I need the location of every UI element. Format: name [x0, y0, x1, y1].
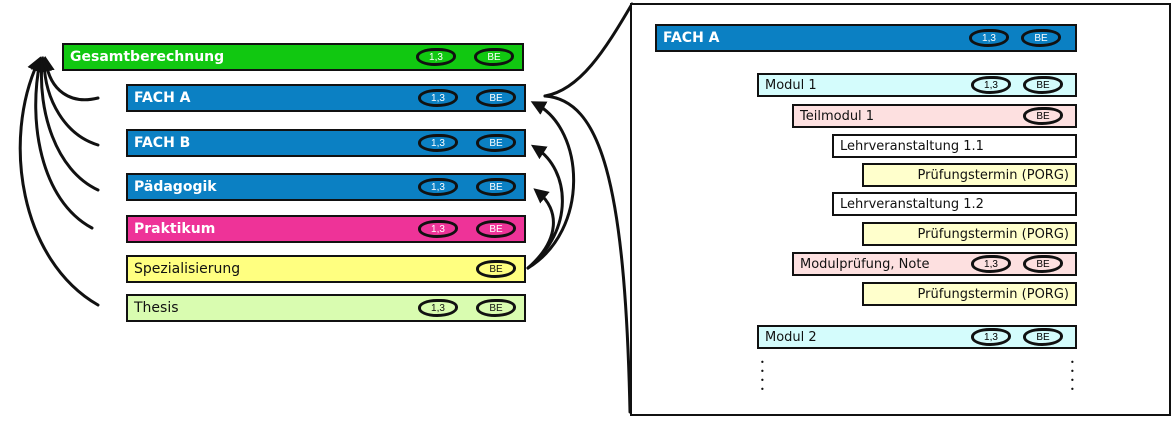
continuation-dots-right: ••••	[1070, 358, 1075, 394]
item-label: Teilmodul 1	[800, 108, 875, 124]
credits-badge[interactable]: BE	[476, 220, 516, 238]
grade-badge[interactable]: 1,3	[418, 178, 458, 196]
detail-item-teilmodul-1[interactable]: Teilmodul 1 BE	[792, 104, 1077, 128]
item-label: Pädagogik	[134, 179, 217, 195]
continuation-dots-left: ••••	[760, 358, 765, 394]
item-label: FACH A	[134, 90, 191, 106]
grade-badge[interactable]: 1,3	[971, 255, 1011, 273]
item-label: Prüfungstermin (PORG)	[917, 226, 1069, 242]
credits-badge[interactable]: BE	[476, 178, 516, 196]
grade-badge[interactable]: 1,3	[969, 29, 1009, 47]
arrow-prakt-to-total	[30, 56, 94, 230]
grade-badge[interactable]: 1,3	[418, 89, 458, 107]
credits-badge[interactable]: BE	[476, 134, 516, 152]
detail-item-prüfungstermin-porg[interactable]: Prüfungstermin (PORG)	[862, 282, 1077, 306]
detail-item-modul-2[interactable]: Modul 2 1,3 BE	[757, 325, 1077, 349]
credits-badge[interactable]: BE	[1021, 29, 1061, 47]
detail-item-prüfungstermin-porg[interactable]: Prüfungstermin (PORG)	[862, 163, 1077, 187]
item-label: Prüfungstermin (PORG)	[917, 286, 1069, 302]
item-label: Modulprüfung, Note	[800, 256, 930, 272]
grade-badge[interactable]: 1,3	[418, 220, 458, 238]
detail-item-lehrveranstaltung-1-2[interactable]: Lehrveranstaltung 1.2	[832, 192, 1077, 216]
item-label: Praktikum	[134, 221, 216, 237]
overview-item-thesis[interactable]: Thesis 1,3 BE	[126, 294, 526, 322]
overview-item-fach-a[interactable]: FACH A 1,3 BE	[126, 84, 526, 112]
overview-item-gesamtberechnung[interactable]: Gesamtberechnung 1,3 BE	[62, 43, 524, 71]
credits-badge[interactable]: BE	[474, 48, 514, 66]
detail-item-prüfungstermin-porg[interactable]: Prüfungstermin (PORG)	[862, 222, 1077, 246]
credits-badge[interactable]: BE	[476, 260, 516, 278]
grade-badge[interactable]: 1,3	[418, 299, 458, 317]
overview-item-praktikum[interactable]: Praktikum 1,3 BE	[126, 215, 526, 243]
credits-badge[interactable]: BE	[1023, 107, 1063, 125]
grade-badge[interactable]: 1,3	[416, 48, 456, 66]
overview-item-fach-b[interactable]: FACH B 1,3 BE	[126, 129, 526, 157]
arrow-thesis-to-total	[18, 56, 100, 307]
grade-badge[interactable]: 1,3	[418, 134, 458, 152]
zoom-line-bottom	[543, 94, 632, 414]
detail-item-modulprüfung-note[interactable]: Modulprüfung, Note 1,3 BE	[792, 252, 1077, 276]
item-label: Modul 1	[765, 77, 817, 93]
credits-badge[interactable]: BE	[1023, 328, 1063, 346]
item-label: FACH A	[663, 30, 720, 46]
detail-header-facha[interactable]: FACH A 1,3 BE	[655, 24, 1077, 52]
arrow-spez-to-facha	[526, 101, 576, 270]
credits-badge[interactable]: BE	[476, 299, 516, 317]
grade-badge[interactable]: 1,3	[971, 76, 1011, 94]
detail-item-lehrveranstaltung-1-1[interactable]: Lehrveranstaltung 1.1	[832, 134, 1077, 158]
detail-item-modul-1[interactable]: Modul 1 1,3 BE	[757, 73, 1077, 97]
item-label: Spezialisierung	[134, 261, 241, 277]
item-label: Modul 2	[765, 329, 817, 345]
item-label: Gesamtberechnung	[70, 49, 225, 65]
item-label: FACH B	[134, 135, 191, 151]
arrow-spez-to-fachb	[526, 144, 564, 270]
credits-badge[interactable]: BE	[476, 89, 516, 107]
overview-item-spezialisierung[interactable]: Spezialisierung BE	[126, 255, 526, 283]
item-label: Lehrveranstaltung 1.1	[840, 138, 984, 154]
arrow-fachb-to-total	[36, 56, 100, 147]
credits-badge[interactable]: BE	[1023, 255, 1063, 273]
overview-item-pädagogik[interactable]: Pädagogik 1,3 BE	[126, 173, 526, 201]
zoom-line-top	[543, 2, 634, 98]
grade-badge[interactable]: 1,3	[971, 328, 1011, 346]
arrow-paed-to-total	[33, 56, 100, 192]
item-label: Prüfungstermin (PORG)	[917, 167, 1069, 183]
credits-badge[interactable]: BE	[1023, 76, 1063, 94]
item-label: Lehrveranstaltung 1.2	[840, 196, 984, 212]
item-label: Thesis	[134, 300, 179, 316]
arrow-spez-to-paed	[526, 188, 555, 270]
